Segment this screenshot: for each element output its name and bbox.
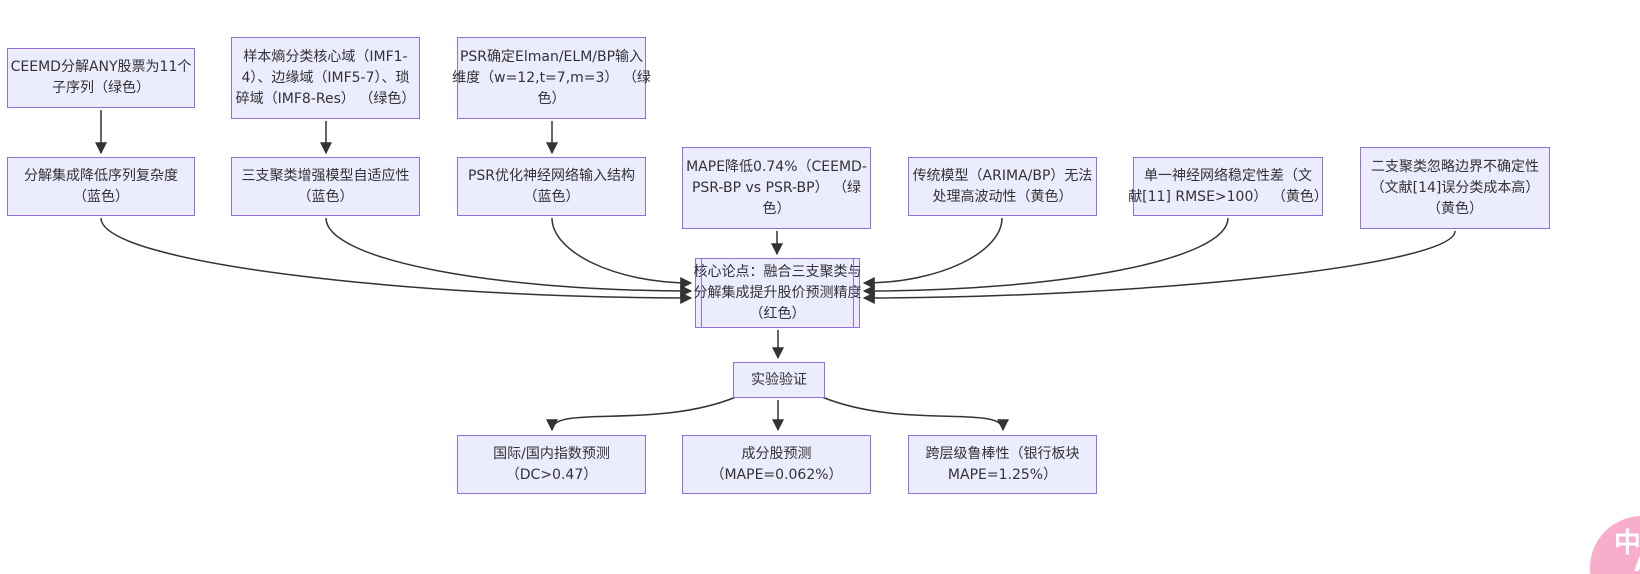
node-E: 三支聚类增强模型自适应性 （蓝色） — [231, 157, 420, 216]
node-B-text: 4）、边缘域（IMF5-7）、琐 — [241, 69, 410, 86]
node-C-text: PSR确定Elman/ELM/BP输入 — [459, 48, 644, 65]
edge-J-K — [862, 230, 1456, 304]
node-J: 二支聚类忽略边界不确定性 （文献[14]误分类成本高） （黄色） — [1360, 147, 1550, 229]
node-F-text: PSR优化神经网络输入结构 — [467, 167, 636, 184]
node-B: 样本熵分类核心域（IMF1- 4）、边缘域（IMF5-7）、琐碎域（IMF8-Re… — [231, 37, 420, 119]
node-M-text: （DC>0.47） — [505, 466, 598, 483]
edge-I-K — [862, 217, 1229, 297]
node-I: 单一神经网络稳定性差（文献[11] RMSE>100） （黄色） — [1128, 157, 1328, 216]
node-E-text: （蓝色） — [297, 188, 354, 205]
node-J-text: 二支聚类忽略边界不确定性 — [1371, 158, 1539, 175]
node-I-text: 单一神经网络稳定性差（文 — [1144, 167, 1312, 184]
node-C: PSR确定Elman/ELM/BP输入维度（w=12,t=7,m=3） （绿色） — [452, 37, 651, 119]
node-K-text: 分解集成提升股价预测精度 — [693, 284, 862, 301]
node-K-text: 核心论点：融合三支聚类与 — [693, 263, 862, 280]
node-O: 跨层级鲁棒性（银行板块 MAPE=1.25%） — [908, 435, 1097, 494]
node-C-text: 维度（w=12,t=7,m=3） （绿 — [452, 69, 651, 86]
translate-zh-glyph: 中 — [1614, 528, 1640, 559]
node-F: PSR优化神经网络输入结构 （蓝色） — [457, 157, 646, 216]
node-C-text: 色） — [537, 90, 566, 107]
node-M: 国际/国内指数预测 （DC>0.47） — [457, 435, 646, 494]
node-D-text: （蓝色） — [73, 188, 129, 205]
edge-F-K — [551, 217, 693, 289]
node-A-text: CEEMD分解ANY股票为11个 — [10, 59, 192, 75]
node-B-text: 样本熵分类核心域（IMF1- — [243, 48, 408, 65]
node-E-text: 三支聚类增强模型自适应性 — [241, 167, 410, 184]
node-L: 实验验证 — [733, 362, 825, 398]
edge-H-K — [862, 217, 1003, 289]
node-G: MAPE降低0.74%（CEEMD- PSR-BP vs PSR-BP） （绿色） — [682, 147, 871, 229]
node-B-text: 碎域（IMF8-Res） （绿色） — [235, 90, 416, 107]
node-A-text: 子序列（绿色） — [52, 80, 150, 96]
edge-L-M — [546, 396, 737, 432]
node-H-text: 处理高波动性（黄色） — [932, 188, 1073, 205]
edge-L-O — [821, 396, 1009, 432]
node-J-text: （文献[14]误分类成本高） — [1370, 179, 1540, 196]
node-G-text: MAPE降低0.74%（CEEMD- — [686, 158, 867, 175]
node-N: 成分股预测 （MAPE=0.062%） — [682, 435, 871, 494]
node-D: 分解集成降低序列复杂度 （蓝色） — [7, 157, 195, 216]
node-N-text: 成分股预测 — [741, 445, 812, 462]
node-J-text: （黄色） — [1427, 200, 1483, 217]
translate-button[interactable]: 中 A — [1590, 516, 1640, 574]
node-A: CEEMD分解ANY股票为11个子序列（绿色） — [7, 48, 195, 108]
node-D-text: 分解集成降低序列复杂度 — [24, 167, 178, 184]
edge-D-K — [100, 217, 693, 304]
translate-a-glyph: A — [1634, 550, 1640, 574]
node-L-text: 实验验证 — [751, 371, 807, 388]
node-O-text: 跨层级鲁棒性（银行板块 — [925, 445, 1080, 462]
node-O-text: MAPE=1.25%） — [947, 466, 1058, 483]
node-F-text: （蓝色） — [523, 188, 580, 205]
node-N-text: （MAPE=0.062%） — [710, 466, 843, 483]
node-H-text: 传统模型（ARIMA/BP）无法 — [912, 167, 1093, 184]
node-M-text: 国际/国内指数预测 — [493, 445, 610, 462]
node-K: 核心论点：融合三支聚类与分解集成提升股价预测精度 （红色） — [693, 258, 862, 328]
node-I-text: 献[11] RMSE>100） （黄色） — [1128, 188, 1328, 205]
node-H: 传统模型（ARIMA/BP）无法处理高波动性（黄色） — [908, 157, 1097, 216]
node-G-text: PSR-BP vs PSR-BP） （绿 — [691, 179, 862, 196]
node-K-text: （红色） — [749, 305, 806, 322]
node-G-text: 色） — [762, 200, 791, 217]
edge-E-K — [325, 217, 693, 297]
